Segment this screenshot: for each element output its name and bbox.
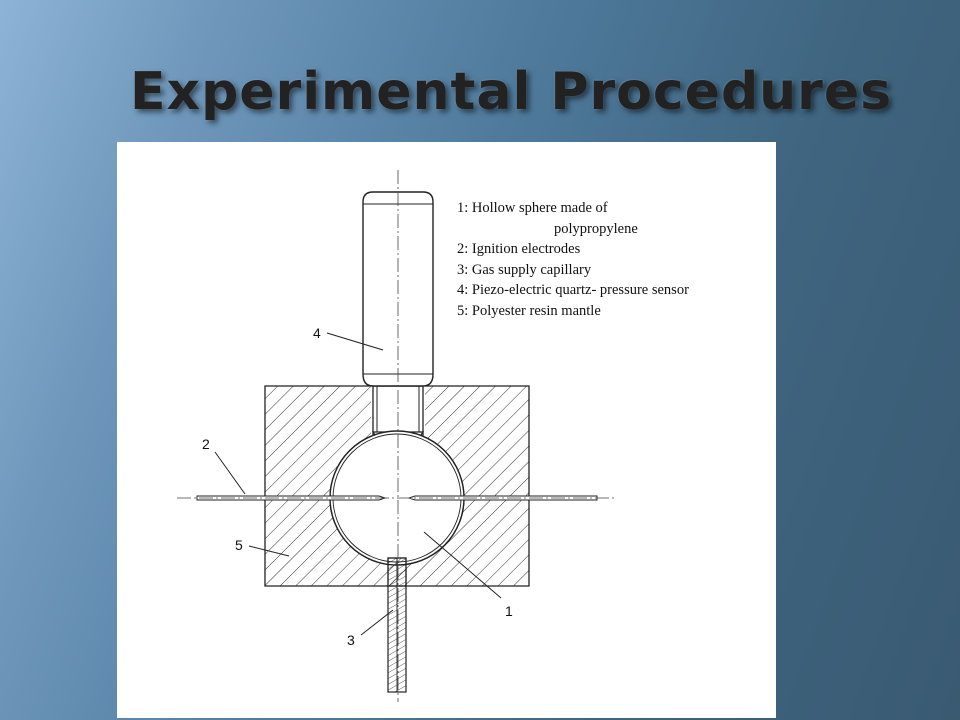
figure-panel: 4 2 5 1 3 1: Hollow sphere made of polyp… — [117, 142, 776, 718]
apparatus-diagram: 4 2 5 1 3 — [177, 170, 617, 702]
leader-line-1 — [423, 531, 502, 599]
legend-item-4: 4: Piezo-electric quartz- pressure senso… — [457, 282, 689, 298]
legend-item-1-cont: polypropylene — [554, 220, 638, 237]
leader-line-3 — [360, 609, 394, 636]
callout-4: 4 — [313, 325, 321, 341]
callout-3: 3 — [347, 632, 355, 648]
leader-line-5 — [248, 545, 290, 557]
callout-2: 2 — [202, 436, 210, 452]
diagram-legend: 1: Hollow sphere made of polypropylene 2… — [457, 198, 772, 321]
slide-title: Experimental Procedures — [130, 62, 893, 122]
legend-item-1: 1: Hollow sphere made of — [457, 200, 608, 216]
legend-item-2: 2: Ignition electrodes — [457, 241, 581, 257]
callout-1: 1 — [505, 603, 513, 619]
leader-line-2 — [214, 451, 246, 495]
leader-line-4 — [326, 332, 384, 351]
callout-5: 5 — [235, 537, 243, 553]
legend-item-3: 3: Gas supply capillary — [457, 261, 592, 278]
legend-item-5: 5: Polyester resin mantle — [457, 302, 601, 319]
